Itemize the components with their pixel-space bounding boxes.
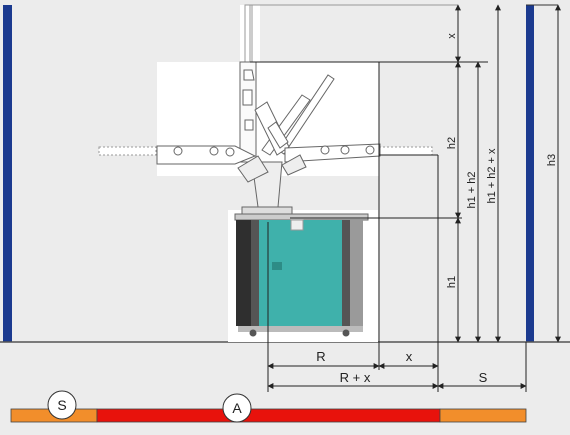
label-x-bottom: x [406, 349, 413, 364]
label-S-dim: S [479, 370, 488, 385]
control-cabinet-icon [236, 219, 363, 337]
zone-S-badge [47, 390, 77, 420]
zone-A-label: A [232, 400, 242, 416]
label-R: R [316, 349, 325, 364]
left-wall [3, 5, 12, 342]
label-h1: h1 [446, 276, 458, 288]
zone-S-label: S [57, 397, 66, 413]
robot-arm-icon [98, 4, 458, 221]
label-h3: h3 [546, 154, 558, 166]
label-h2: h2 [446, 137, 458, 149]
label-R-plus-x: R + x [340, 370, 371, 385]
label-x-top: x [446, 33, 458, 39]
zone-safety-right [439, 408, 527, 423]
zone-A-badge [222, 393, 252, 423]
label-h1-h2: h1 + h2 [466, 171, 478, 208]
right-wall [526, 5, 534, 342]
zone-action [96, 408, 441, 423]
label-h1-h2-x: h1 + h2 + x [486, 148, 498, 204]
